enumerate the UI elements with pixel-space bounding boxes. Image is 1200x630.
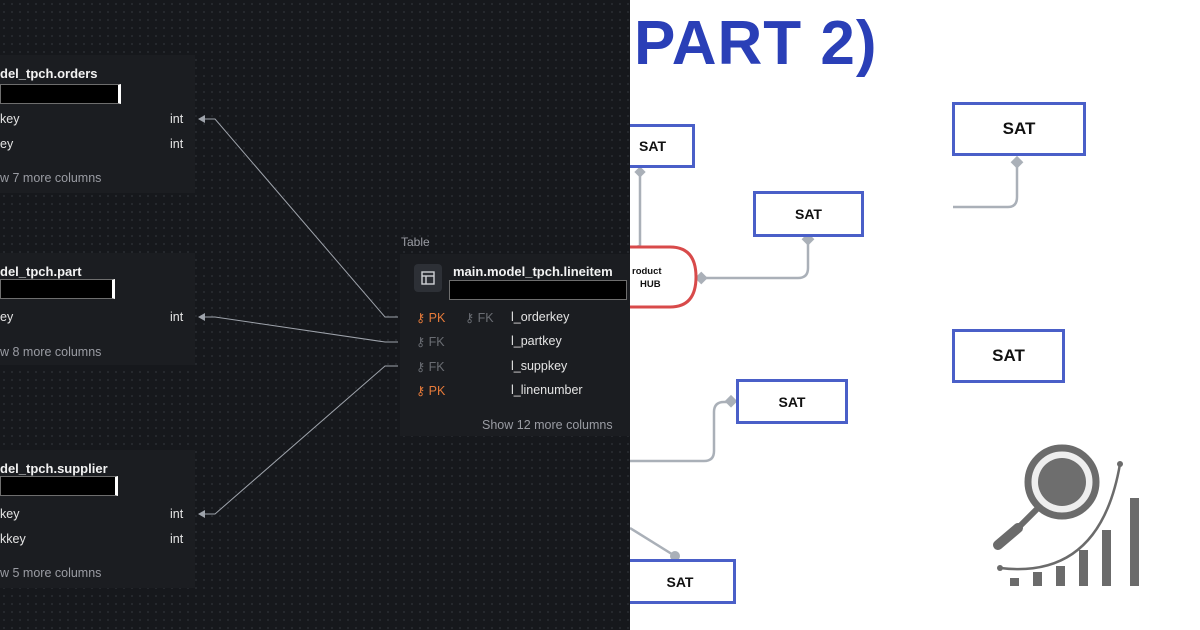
- table-type-label: Table: [401, 235, 430, 249]
- hub-shape: [630, 245, 698, 309]
- table-title: del_tpch.part: [0, 264, 82, 279]
- headline: PART 2): [634, 9, 878, 78]
- connector-hub-sat2: [698, 240, 810, 280]
- primary-key-badge: ⚷ PK: [416, 384, 446, 398]
- table-name-bar: [0, 84, 121, 104]
- connector-diamond: [634, 166, 646, 178]
- show-more-columns[interactable]: w 8 more columns: [0, 345, 102, 359]
- table-card-supplier[interactable]: del_tpch.supplier key int kkey int w 5 m…: [0, 450, 195, 588]
- column-name: l_orderkey: [511, 310, 570, 324]
- column-name: key: [0, 112, 20, 126]
- primary-key-badge: ⚷ PK: [416, 311, 446, 325]
- column-type: int: [170, 532, 184, 546]
- column-name: kkey: [0, 532, 26, 546]
- table-title: del_tpch.supplier: [0, 461, 108, 476]
- sat-box-5[interactable]: SAT: [736, 379, 848, 424]
- data-vault-diagram: PART 2): [630, 0, 1200, 630]
- trend-arc-dot: [997, 565, 1003, 571]
- column-name: l_partkey: [511, 334, 562, 348]
- table-name-bar: [0, 476, 118, 496]
- table-grid-icon: [421, 271, 435, 285]
- connector-sat5: [630, 526, 676, 558]
- table-name-bar: [0, 279, 115, 299]
- connector-diamond: [1010, 155, 1024, 169]
- show-more-columns[interactable]: w 5 more columns: [0, 566, 102, 580]
- arrow-head-orders: [198, 115, 205, 123]
- er-diagram-panel: del_tpch.orders key int ey int w 7 more …: [0, 0, 630, 630]
- relation-line-supplier: [205, 365, 398, 515]
- table-icon: [414, 264, 442, 292]
- sat-box-6[interactable]: SAT: [630, 559, 736, 604]
- hub-label-line2: HUB: [640, 279, 661, 290]
- bar-chart-icon: [1010, 498, 1139, 586]
- sat-box-1[interactable]: SAT: [630, 124, 695, 168]
- hub-label: roduct HUB: [632, 265, 662, 291]
- diagram-connectors: [630, 155, 1139, 586]
- arrow-head-supplier: [198, 510, 205, 518]
- relation-line-part: [205, 316, 398, 343]
- column-type: int: [170, 310, 184, 324]
- key-icon: ⚷: [465, 311, 478, 325]
- key-icon: ⚷: [416, 335, 429, 349]
- column-name: l_suppkey: [511, 359, 568, 373]
- relationship-lines: [198, 115, 398, 518]
- key-icon: ⚷: [416, 384, 429, 398]
- table-card-lineitem[interactable]: main.model_tpch.lineitem ⚷ PK ⚷ FK l_ord…: [400, 254, 630, 436]
- foreign-key-badge: ⚷ FK: [416, 360, 445, 374]
- arrow-head-part: [198, 313, 205, 321]
- table-card-part[interactable]: del_tpch.part ey int w 8 more columns: [0, 253, 195, 365]
- trend-arc-dot: [1117, 461, 1123, 467]
- sat-box-4[interactable]: SAT: [952, 329, 1065, 383]
- relation-line-orders: [205, 118, 398, 318]
- connector-dot: [670, 551, 680, 561]
- column-type: int: [170, 137, 184, 151]
- table-name-bar: [449, 280, 627, 300]
- show-more-columns[interactable]: w 7 more columns: [0, 171, 102, 185]
- column-type: int: [170, 112, 184, 126]
- column-name: l_linenumber: [511, 383, 583, 397]
- column-name: ey: [0, 310, 14, 324]
- connector-sat3: [630, 400, 730, 463]
- table-title: del_tpch.orders: [0, 66, 98, 81]
- show-more-columns[interactable]: Show 12 more columns: [482, 418, 613, 432]
- hub-label-line1: roduct: [632, 266, 662, 277]
- column-name: ey: [0, 137, 14, 151]
- column-name: key: [0, 507, 20, 521]
- table-card-orders[interactable]: del_tpch.orders key int ey int w 7 more …: [0, 55, 195, 193]
- magnifier-icon: [993, 444, 1100, 550]
- sat-box-3[interactable]: SAT: [952, 102, 1086, 156]
- foreign-key-badge: ⚷ FK: [416, 335, 445, 349]
- connector-sat-top-right: [953, 163, 1019, 209]
- table-title: main.model_tpch.lineitem: [453, 264, 613, 279]
- key-icon: ⚷: [416, 360, 429, 374]
- column-type: int: [170, 507, 184, 521]
- trend-arc: [999, 463, 1122, 571]
- foreign-key-badge: ⚷ FK: [465, 311, 494, 325]
- sat-box-2[interactable]: SAT: [753, 191, 864, 237]
- key-icon: ⚷: [416, 311, 429, 325]
